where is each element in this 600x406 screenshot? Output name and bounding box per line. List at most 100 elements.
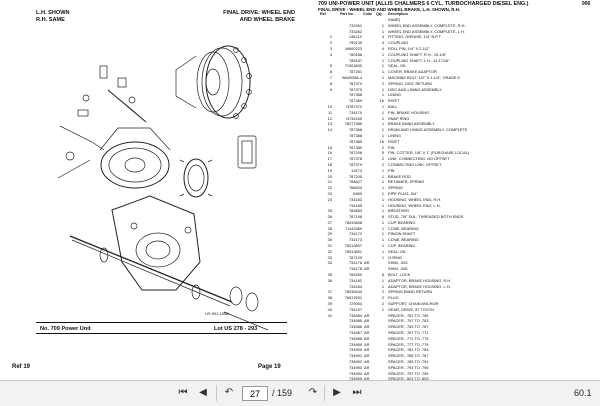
part-number-cell: 734182 <box>349 277 362 283</box>
quantity-cell: 1 <box>381 92 384 98</box>
nav-next-icon[interactable]: ▶ <box>330 386 344 400</box>
quantity-cell: 1 <box>381 283 384 289</box>
code-cell: AR <box>364 312 370 318</box>
column-header: Description <box>388 12 408 16</box>
part-number-cell: 787389 <box>349 98 362 104</box>
part-number-cell: 768424 <box>349 185 362 191</box>
ref-cell: 18 <box>327 161 332 167</box>
ref-cell: 1 <box>329 34 332 40</box>
description-cell: SPACER, .789 TO .791 <box>388 359 429 365</box>
part-number-cell: 734173 <box>349 237 362 243</box>
description-cell: SPRING BAND RETURN <box>388 289 433 295</box>
part-number-cell: 787389 <box>349 138 362 144</box>
ref-cell: 37 <box>327 289 332 295</box>
part-number-cell: 765250 <box>349 272 362 278</box>
cover-plate-drawing <box>237 135 257 169</box>
code-cell: AR <box>364 370 370 376</box>
nav-last-icon[interactable]: ⏭ <box>350 386 364 400</box>
description-cell: RIVET <box>388 138 400 144</box>
part-number-cell: 734184 <box>349 283 362 289</box>
part-number-cell: 13611X <box>348 34 362 40</box>
ref-cell: 2 <box>329 40 332 46</box>
page-label: Page 19 <box>258 364 281 370</box>
part-number-cell: K659 <box>352 190 362 196</box>
description-cell: BOLT, LOCK <box>388 272 411 278</box>
description-cell: HOUSING, WHEEL END, L.H. <box>388 202 441 208</box>
column-header: Code <box>363 12 372 16</box>
code-cell: AR <box>364 347 370 353</box>
nav-forward-icon[interactable]: ↷ <box>306 386 320 400</box>
quantity-cell: 4 <box>381 34 384 40</box>
description-cell: SHIM, .005 <box>388 266 408 272</box>
ref-label: Ref 19 <box>12 364 31 370</box>
part-number-cell: W600223 <box>345 45 362 51</box>
column-header: Part No. <box>340 12 354 16</box>
code-cell: AR <box>364 353 370 359</box>
ref-cell: 3 <box>329 45 332 51</box>
ref-cell: 25 <box>327 208 332 214</box>
description-cell: PIN, BRAKE HOUSING <box>388 109 430 115</box>
diagram-serial: US 901-1088 <box>205 311 229 316</box>
page-number-input[interactable] <box>242 386 268 401</box>
part-number-cell: 787378 <box>349 156 362 162</box>
toolbar-divider <box>324 385 325 401</box>
ref-cell: 10 <box>327 103 332 109</box>
ref-cell: 40 <box>327 306 332 312</box>
ref-cell: 11 <box>327 109 332 115</box>
view-note: L.H. SHOWN R.H. SAME <box>36 10 70 24</box>
description-cell: MACHINE BOLT, 1/2" X 1-1/4", GRADE 5 <box>388 74 460 80</box>
description-cell: SPRING <box>388 185 403 191</box>
description-cell: SPRING, DISC RETURN <box>388 80 432 86</box>
part-number-cell: 783653 <box>349 208 362 214</box>
ref-cell: 9 <box>329 86 332 92</box>
ref-cell: 24 <box>327 196 332 202</box>
quantity-cell: 1 <box>381 306 384 312</box>
nav-first-icon[interactable]: ⏮ <box>176 386 190 400</box>
ref-cell: 22 <box>327 185 332 191</box>
part-number-cell: 71003830 <box>344 63 362 69</box>
zoom-level[interactable]: 60.1 <box>574 388 592 398</box>
part-number-cell: 787368 <box>349 127 362 133</box>
part-number-cell: 78277385 <box>344 121 362 127</box>
part-number-cell: 734993 <box>349 364 362 370</box>
footer-rule <box>36 333 287 334</box>
nav-prev-icon[interactable]: ◀ <box>196 386 210 400</box>
ref-cell: 32 <box>327 248 332 254</box>
quantity-cell: 1 <box>381 208 384 214</box>
code-cell: AR <box>364 324 370 330</box>
diagram-title-line: AND WHEEL BRAKE <box>239 17 295 23</box>
part-number-cell: 787109 <box>349 254 362 260</box>
quantity-cell: 1 <box>381 202 384 208</box>
quantity-cell: 2 <box>381 144 384 150</box>
view-note-line: R.H. SAME <box>36 17 65 23</box>
ref-cell: 8 <box>329 80 332 86</box>
quantity-cell: 2 <box>381 301 384 307</box>
description-cell: SEAL, OIL <box>388 63 407 69</box>
ref-cell: 29 <box>327 231 332 237</box>
description-cell: CONNECTING LINK, OFFSET <box>388 161 442 167</box>
ref-cell: 27 <box>327 219 332 225</box>
quantity-cell: 1 <box>381 254 384 260</box>
parts-list-row: SAME) <box>318 17 593 23</box>
nav-back-icon[interactable]: ↶ <box>222 386 236 400</box>
quantity-cell: 1 <box>381 167 384 173</box>
drive-gear-drawing <box>179 158 213 198</box>
brake-drum-drawing <box>99 127 171 189</box>
page-total: / 159 <box>272 388 293 398</box>
part-number-cell: 787388 <box>349 132 362 138</box>
part-number-cell: 734176 <box>349 260 362 266</box>
description-cell: SPACER, .797 TO .799 <box>388 370 429 376</box>
